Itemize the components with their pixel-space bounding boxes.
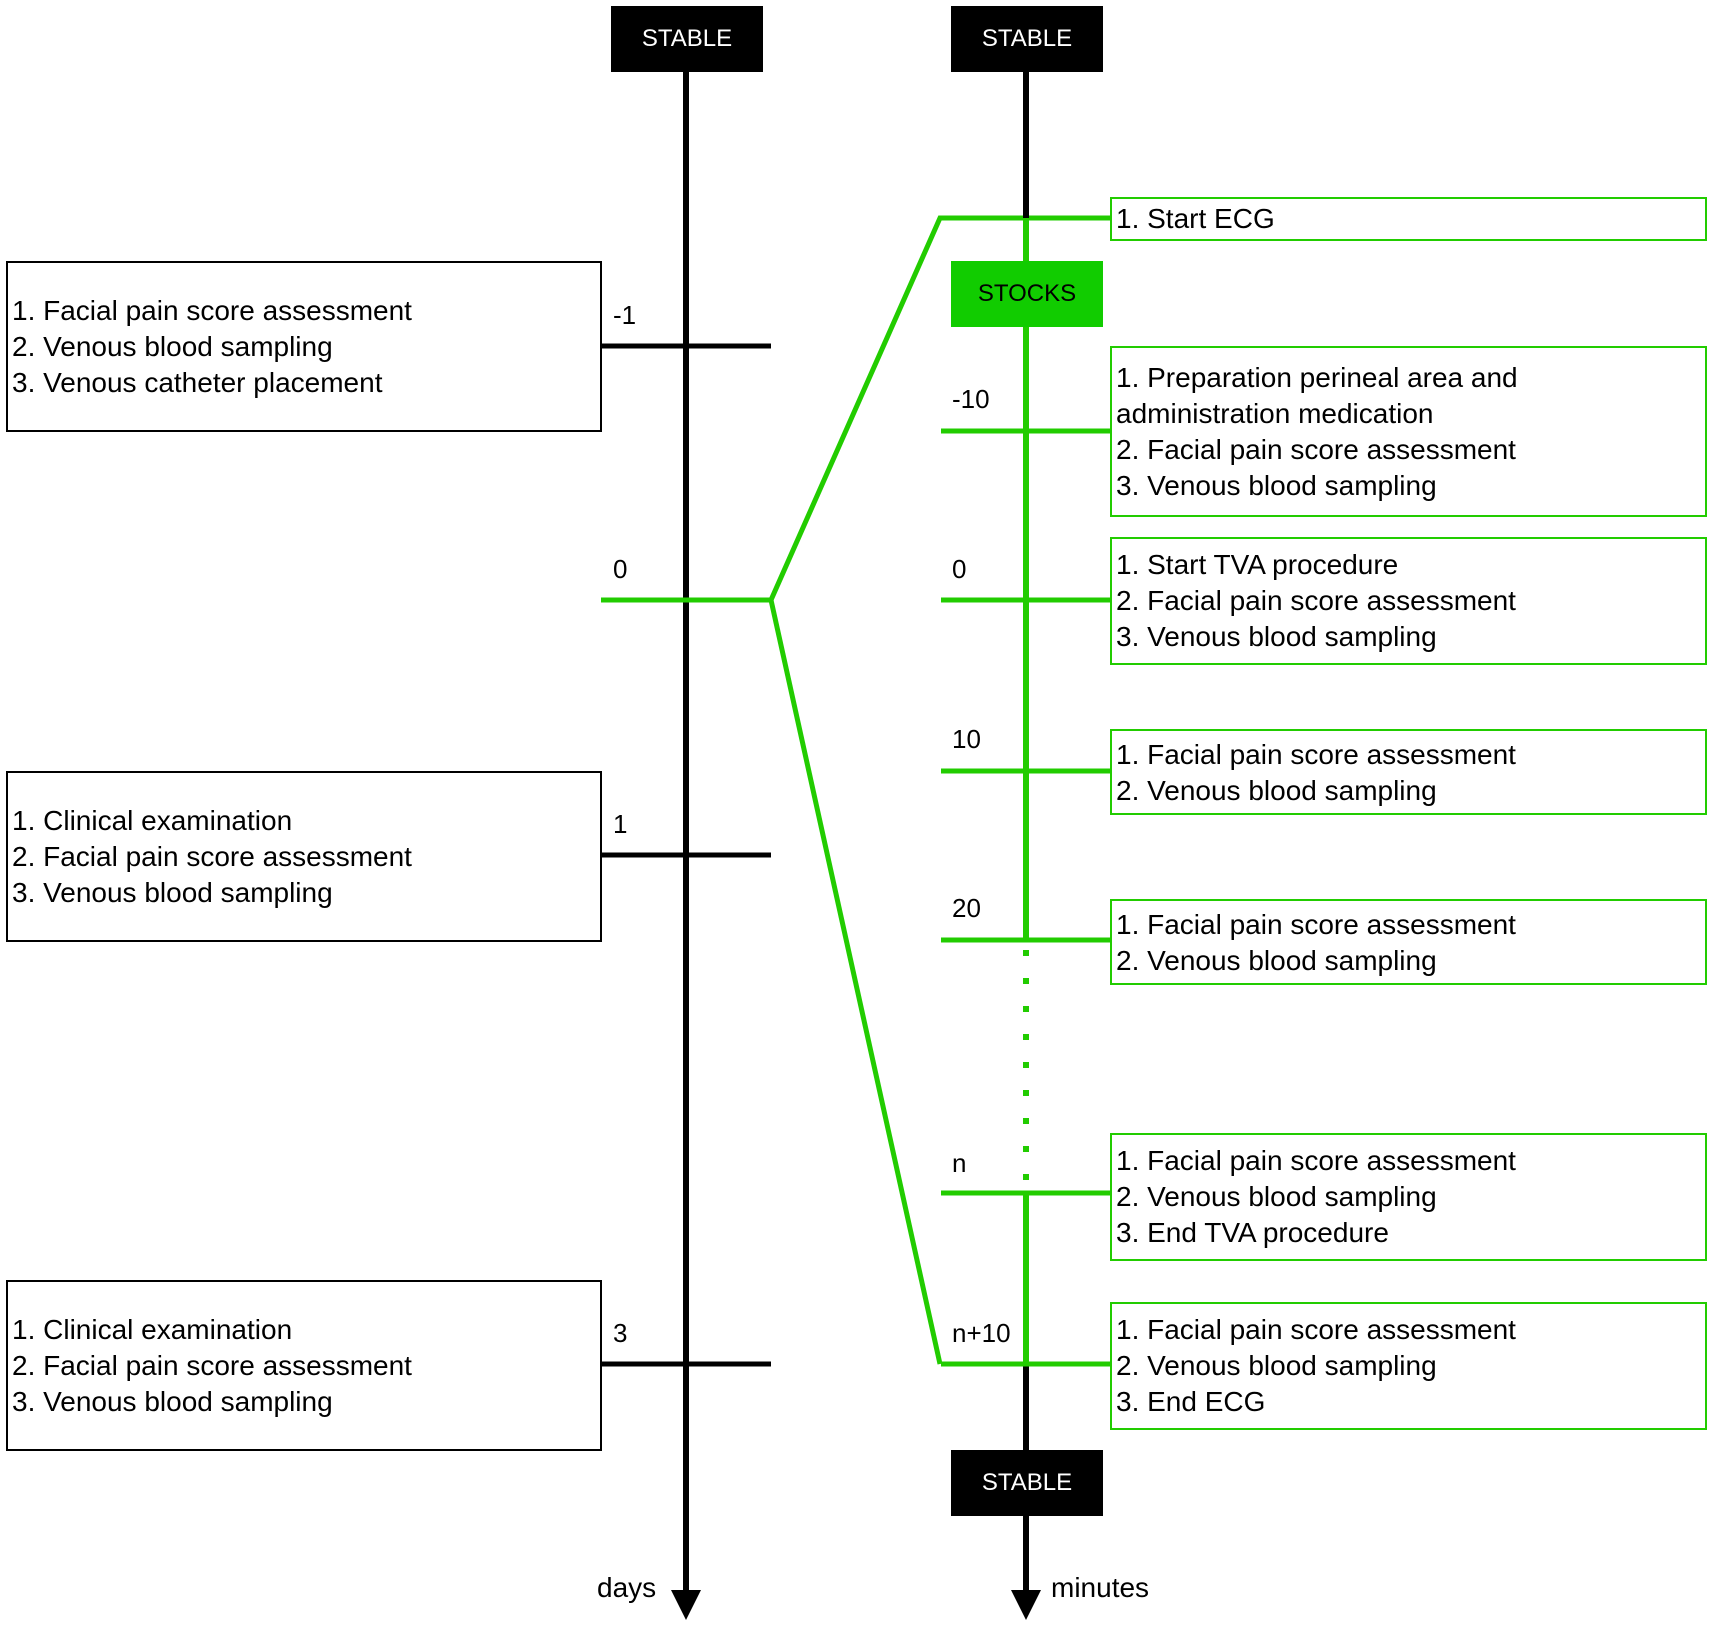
days-tick-label-1: 1 (613, 809, 628, 839)
days-box-1-item-1: 1. Clinical examination (12, 805, 293, 836)
minutes-box-minus10-item-1: 1. Preparation perineal area and (1116, 362, 1518, 393)
minutes-box-minus10-item-4: 3. Venous blood sampling (1116, 470, 1437, 501)
minutes-axis-arrowhead (1011, 1590, 1041, 1620)
days-box-minus1-item-2: 2. Venous blood sampling (12, 331, 333, 362)
minutes-box-n10-item-2: 2. Venous blood sampling (1116, 1350, 1437, 1381)
minutes-tick-label-0: 0 (952, 554, 967, 584)
days-tick-label-0: 0 (613, 554, 628, 584)
minutes-box-10-item-2: 2. Venous blood sampling (1116, 775, 1437, 806)
stocks-label: STOCKS (951, 261, 1103, 327)
days-box-1-item-2: 2. Facial pain score assessment (12, 841, 412, 872)
minutes-box-n-item-3: 3. End TVA procedure (1116, 1217, 1389, 1248)
days-box-minus1-item-1: 1. Facial pain score assessment (12, 295, 412, 326)
minutes-box-minus10: 1. Preparation perineal area and adminis… (1110, 346, 1707, 517)
minutes-box-n-item-2: 2. Venous blood sampling (1116, 1181, 1437, 1212)
minutes-stable-bottom-label: STABLE (951, 1450, 1103, 1516)
days-box-1: 1. Clinical examination 2. Facial pain s… (6, 771, 602, 942)
days-tick-label-minus1: -1 (613, 300, 637, 330)
minutes-stable-top-label: STABLE (951, 6, 1103, 72)
minutes-box-0-item-1: 1. Start TVA procedure (1116, 549, 1399, 580)
days-box-3-item-2: 2. Facial pain score assessment (12, 1350, 412, 1381)
minutes-box-10-item-1: 1. Facial pain score assessment (1116, 739, 1516, 770)
minutes-box-n10: 1. Facial pain score assessment 2. Venou… (1110, 1302, 1707, 1430)
minutes-box-n10-item-3: 3. End ECG (1116, 1386, 1266, 1417)
minutes-box-start: 1. Start ECG (1110, 197, 1707, 241)
minutes-tick-label-minus10: -10 (952, 384, 990, 414)
minutes-box-minus10-item-2: administration medication (1116, 398, 1434, 429)
minutes-box-0-item-3: 3. Venous blood sampling (1116, 621, 1437, 652)
minutes-box-start-item-1: 1. Start ECG (1116, 203, 1275, 234)
days-box-3-item-3: 3. Venous blood sampling (12, 1386, 333, 1417)
days-box-3-item-1: 1. Clinical examination (12, 1314, 293, 1345)
days-tick-label-3: 3 (613, 1318, 628, 1348)
days-box-1-item-3: 3. Venous blood sampling (12, 877, 333, 908)
minutes-box-20: 1. Facial pain score assessment 2. Venou… (1110, 899, 1707, 985)
zoom-connector-top (768, 215, 1110, 602)
minutes-tick-label-n: n (952, 1148, 967, 1178)
minutes-box-n-item-1: 1. Facial pain score assessment (1116, 1145, 1516, 1176)
minutes-tick-label-20: 20 (952, 893, 981, 923)
minutes-box-0-item-2: 2. Facial pain score assessment (1116, 585, 1516, 616)
minutes-box-minus10-item-3: 2. Facial pain score assessment (1116, 434, 1516, 465)
minutes-tick-label-10: 10 (952, 724, 981, 754)
days-box-3: 1. Clinical examination 2. Facial pain s… (6, 1280, 602, 1451)
minutes-box-n10-item-1: 1. Facial pain score assessment (1116, 1314, 1516, 1345)
days-box-minus1-item-3: 3. Venous catheter placement (12, 367, 383, 398)
days-box-minus1: 1. Facial pain score assessment 2. Venou… (6, 261, 602, 432)
minutes-axis-label: minutes (1051, 1572, 1150, 1603)
zoom-connector-bottom (768, 599, 943, 1365)
days-axis-label: days (597, 1572, 657, 1603)
minutes-box-20-item-1: 1. Facial pain score assessment (1116, 909, 1516, 940)
days-stable-label: STABLE (611, 6, 763, 72)
minutes-box-20-item-2: 2. Venous blood sampling (1116, 945, 1437, 976)
minutes-tick-label-n10: n+10 (952, 1318, 1011, 1348)
days-axis-arrowhead (671, 1590, 701, 1620)
minutes-box-n: 1. Facial pain score assessment 2. Venou… (1110, 1133, 1707, 1261)
minutes-box-0: 1. Start TVA procedure 2. Facial pain sc… (1110, 537, 1707, 665)
minutes-box-10: 1. Facial pain score assessment 2. Venou… (1110, 729, 1707, 815)
